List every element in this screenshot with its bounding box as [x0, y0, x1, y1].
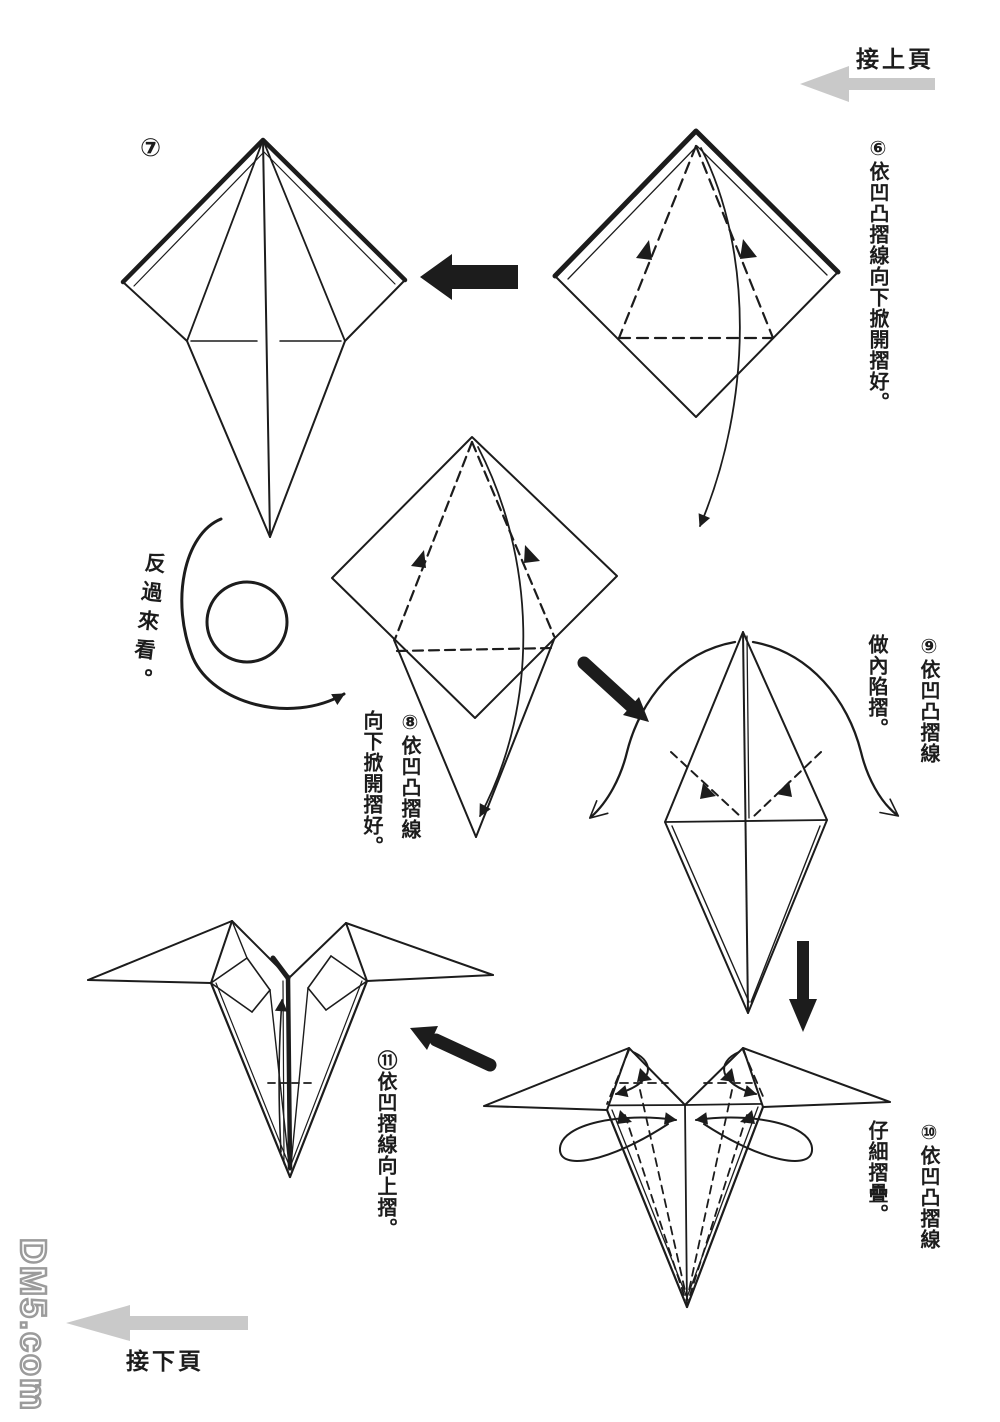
- fold-mark-icon: [720, 1068, 735, 1082]
- step10-caption: ⑩依凹凸摺線 仔細摺疊。: [850, 1120, 954, 1360]
- open-arrow-right: [753, 642, 897, 815]
- prev-page-arrow-icon: [800, 66, 935, 102]
- fold-mark-icon: [524, 545, 540, 563]
- wrap-arrow: [560, 1112, 678, 1161]
- caption-column: ⑥依凹凸摺線向下掀開摺好。: [866, 136, 888, 413]
- step10-diagram: [484, 1048, 890, 1307]
- arrow-up-left-icon: [410, 1026, 490, 1065]
- step6-diagram: [555, 131, 838, 528]
- caption-column: 仔細摺疊。: [865, 1120, 887, 1225]
- fold-direction-arrow: [478, 447, 523, 818]
- fold-mark-icon: [636, 240, 652, 260]
- step11-diagram: [88, 921, 493, 1177]
- prev-page-label: 接上頁: [856, 46, 934, 72]
- fold-mark-icon: [700, 783, 716, 799]
- fold-direction-arrow: [698, 148, 740, 528]
- step8-caption: ⑧依凹凸摺線 向下掀開摺好。: [352, 710, 428, 960]
- next-page-label: 接下頁: [126, 1348, 204, 1374]
- arrow-down-right-icon: [584, 663, 649, 722]
- caption-column: ⑧依凹凸摺線: [398, 710, 420, 840]
- step7-diagram: [123, 140, 405, 537]
- open-arrow-left: [591, 642, 735, 817]
- fold-mark-icon: [740, 239, 757, 259]
- fold-mark-icon: [776, 781, 792, 797]
- crimp-arrow: [614, 1052, 648, 1098]
- step8-diagram: [332, 437, 617, 837]
- fold-up-arrow: [274, 998, 288, 1152]
- crimp-arrow: [724, 1052, 758, 1098]
- step11-caption: ⑪依凹摺線向上摺。: [370, 1050, 404, 1350]
- caption-column: ⑪依凹摺線向上摺。: [374, 1050, 396, 1239]
- step7-number: ⑦: [140, 134, 162, 162]
- step6-caption: ⑥依凹凸摺線向下掀開摺好。: [862, 136, 896, 436]
- caption-column: 做內陷摺。: [865, 634, 887, 739]
- caption-column: ⑩依凹凸摺線: [917, 1120, 939, 1250]
- step9-caption: ⑨依凹凸摺線 做內陷摺。: [850, 634, 954, 864]
- arrow-down-icon: [789, 941, 817, 1032]
- fold-mark-icon: [411, 550, 426, 568]
- wrap-arrow: [694, 1112, 812, 1161]
- next-page-arrow-icon: [66, 1305, 248, 1341]
- turn-over-icon: [182, 519, 344, 708]
- caption-column: 向下掀開摺好。: [360, 710, 382, 857]
- caption-column: ⑨依凹凸摺線: [917, 634, 939, 764]
- fold-mark-icon: [637, 1068, 652, 1082]
- watermark: DM5.com: [12, 1237, 56, 1414]
- step9-diagram: [591, 632, 897, 1013]
- arrow-left-icon: [420, 254, 518, 300]
